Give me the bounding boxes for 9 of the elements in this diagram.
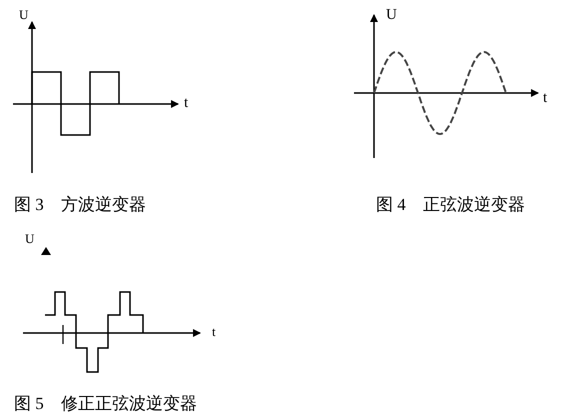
axis-label: t (184, 96, 188, 111)
axis-label: t (212, 325, 216, 338)
axis-label: U (386, 8, 397, 23)
axis-label: U (25, 232, 34, 245)
figure-caption: 图 4 正弦波逆变器 (376, 196, 525, 213)
figure-caption: 图 5 修正正弦波逆变器 (14, 395, 197, 412)
axis-label: U (19, 8, 28, 21)
axis-label: t (543, 91, 548, 106)
figure-caption: 图 3 方波逆变器 (14, 196, 146, 213)
